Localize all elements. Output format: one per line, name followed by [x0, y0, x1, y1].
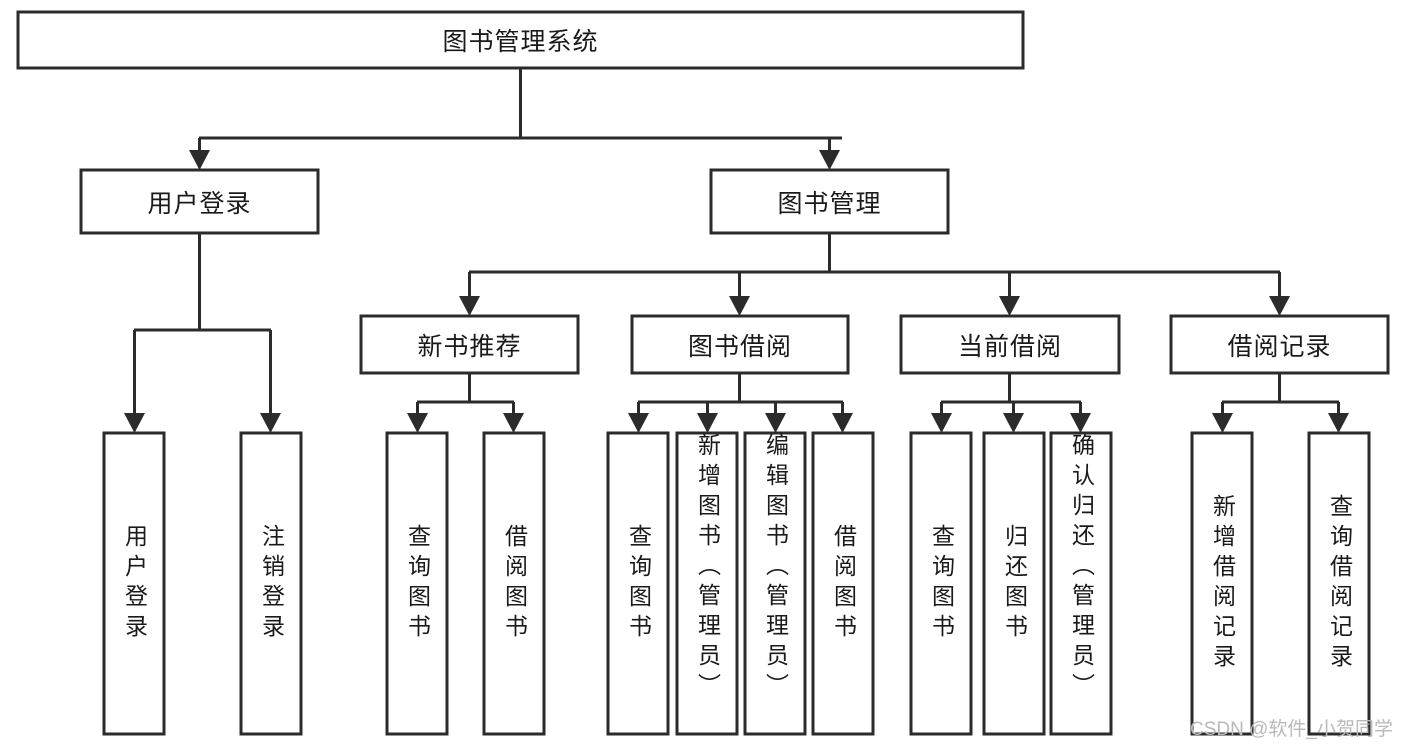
- node-leaf-query-book-1-box[interactable]: [385, 431, 449, 736]
- node-leaf-query-book-2-box[interactable]: [606, 431, 670, 736]
- node-leaf-query-record-box[interactable]: [1307, 431, 1371, 736]
- node-leaf-edit-book-box[interactable]: [743, 431, 807, 736]
- node-leaf-add-record-box[interactable]: [1190, 431, 1254, 736]
- node-borrow-record-box[interactable]: [1169, 314, 1390, 375]
- connector-bookmanage-to-level3: [459, 233, 1290, 316]
- node-book-borrow-box[interactable]: [630, 314, 850, 375]
- node-leaf-add-book-box[interactable]: [675, 431, 739, 736]
- node-user-login-box[interactable]: [79, 168, 320, 235]
- node-current-borrow-box[interactable]: [899, 314, 1121, 375]
- connector-newbook-to-leaves: [407, 373, 524, 433]
- connector-root-to-level2: [189, 68, 842, 170]
- connector-bookborrow-to-leaves: [628, 373, 853, 433]
- node-leaf-return-book-box[interactable]: [982, 431, 1046, 736]
- node-leaf-user-login-box[interactable]: [102, 431, 166, 736]
- node-leaf-borrow-book-2-box[interactable]: [811, 431, 875, 736]
- connector-borrowrecord-to-leaves: [1212, 373, 1349, 433]
- connector-currentborrow-to-leaves: [931, 373, 1091, 433]
- node-leaf-query-book-3-box[interactable]: [909, 431, 973, 736]
- node-leaf-borrow-book-1-box[interactable]: [482, 431, 546, 736]
- connector-userlogin-to-leaves: [124, 233, 281, 433]
- node-book-manage-box[interactable]: [709, 168, 950, 235]
- node-leaf-user-logout-box[interactable]: [239, 431, 303, 736]
- node-root-box[interactable]: [16, 10, 1025, 70]
- node-new-book-rec-box[interactable]: [359, 314, 580, 375]
- node-leaf-confirm-return-box[interactable]: [1049, 431, 1113, 736]
